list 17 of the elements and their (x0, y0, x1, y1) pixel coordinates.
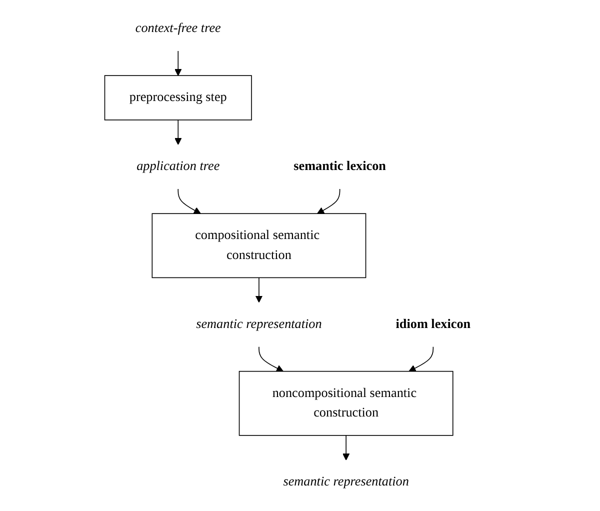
node-box: noncompositional semantic construction (238, 370, 454, 436)
arrow (174, 50, 182, 76)
node-text: semantic representation (283, 474, 409, 489)
node-text: semantic lexicon (294, 159, 386, 174)
arrow (255, 277, 263, 303)
node-text: idiom lexicon (396, 317, 471, 332)
node-text: semantic representation (196, 317, 322, 332)
node-text: application tree (136, 159, 220, 174)
arrow (178, 188, 201, 214)
node-text: context-free tree (135, 21, 221, 36)
node-box: compositional semantic construction (152, 213, 366, 278)
arrow (408, 346, 434, 372)
arrow (174, 120, 182, 145)
arrow (258, 346, 284, 372)
node-box: preprocessing step (104, 75, 252, 120)
arrow (317, 188, 340, 214)
arrow (342, 435, 350, 460)
